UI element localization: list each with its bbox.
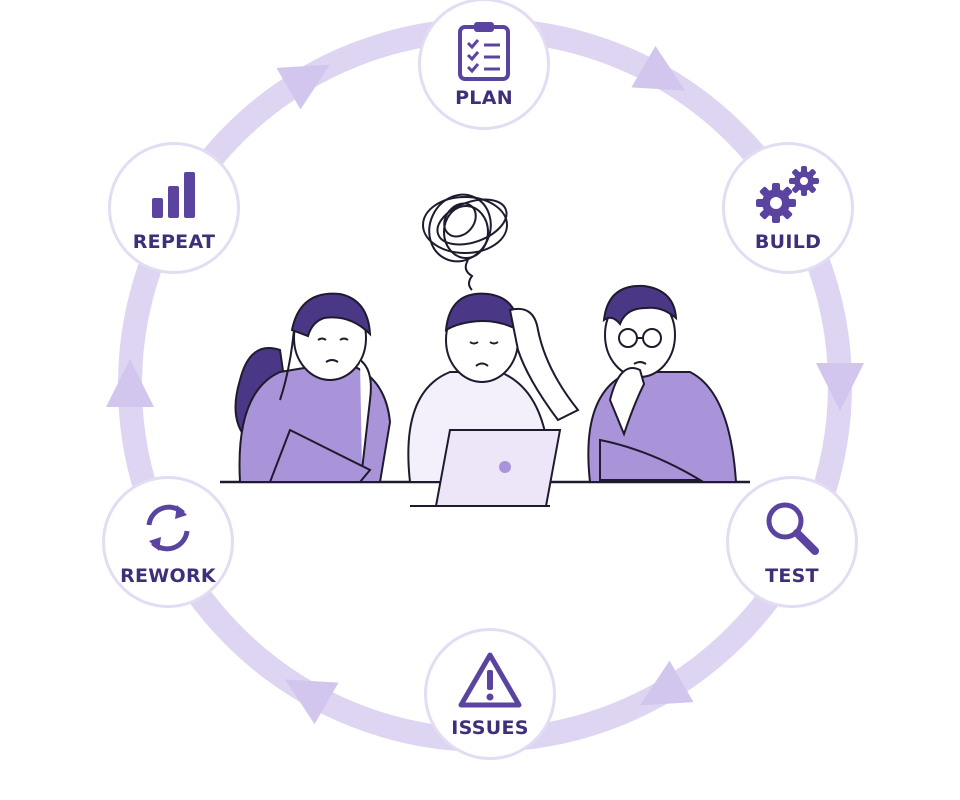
step-build-label: BUILD	[754, 231, 822, 253]
bar-chart-icon	[146, 163, 202, 225]
step-build: BUILD	[722, 142, 854, 274]
cycle-arrowhead	[816, 363, 864, 411]
warning-triangle-icon	[457, 649, 523, 711]
step-issues: ISSUES	[424, 628, 556, 760]
step-plan: PLAN	[418, 0, 550, 130]
cycle-arrows	[106, 45, 864, 725]
cycle-arrowhead	[276, 64, 331, 110]
team-illustration	[220, 193, 750, 507]
step-repeat: REPEAT	[108, 142, 240, 274]
refresh-arrows-icon	[137, 497, 199, 559]
gears-icon	[752, 163, 824, 225]
cycle-arrowhead	[284, 679, 339, 725]
step-rework-label: REWORK	[120, 565, 216, 587]
worried-woman	[234, 292, 392, 483]
thinking-man-with-glasses	[587, 284, 738, 483]
step-plan-label: PLAN	[455, 87, 513, 109]
cycle-arrowhead	[639, 660, 694, 706]
cycle-arrowhead	[106, 359, 154, 407]
tangled-scribble-icon	[422, 193, 508, 291]
cycle-arrowhead	[631, 45, 686, 91]
step-repeat-label: REPEAT	[132, 231, 216, 253]
step-test-label: TEST	[765, 565, 819, 587]
clipboard-checklist-icon	[456, 19, 512, 81]
stressed-man-with-laptop	[407, 292, 580, 507]
step-issues-label: ISSUES	[451, 717, 529, 739]
magnifier-icon	[761, 497, 823, 559]
step-test: TEST	[726, 476, 858, 608]
step-rework: REWORK	[102, 476, 234, 608]
